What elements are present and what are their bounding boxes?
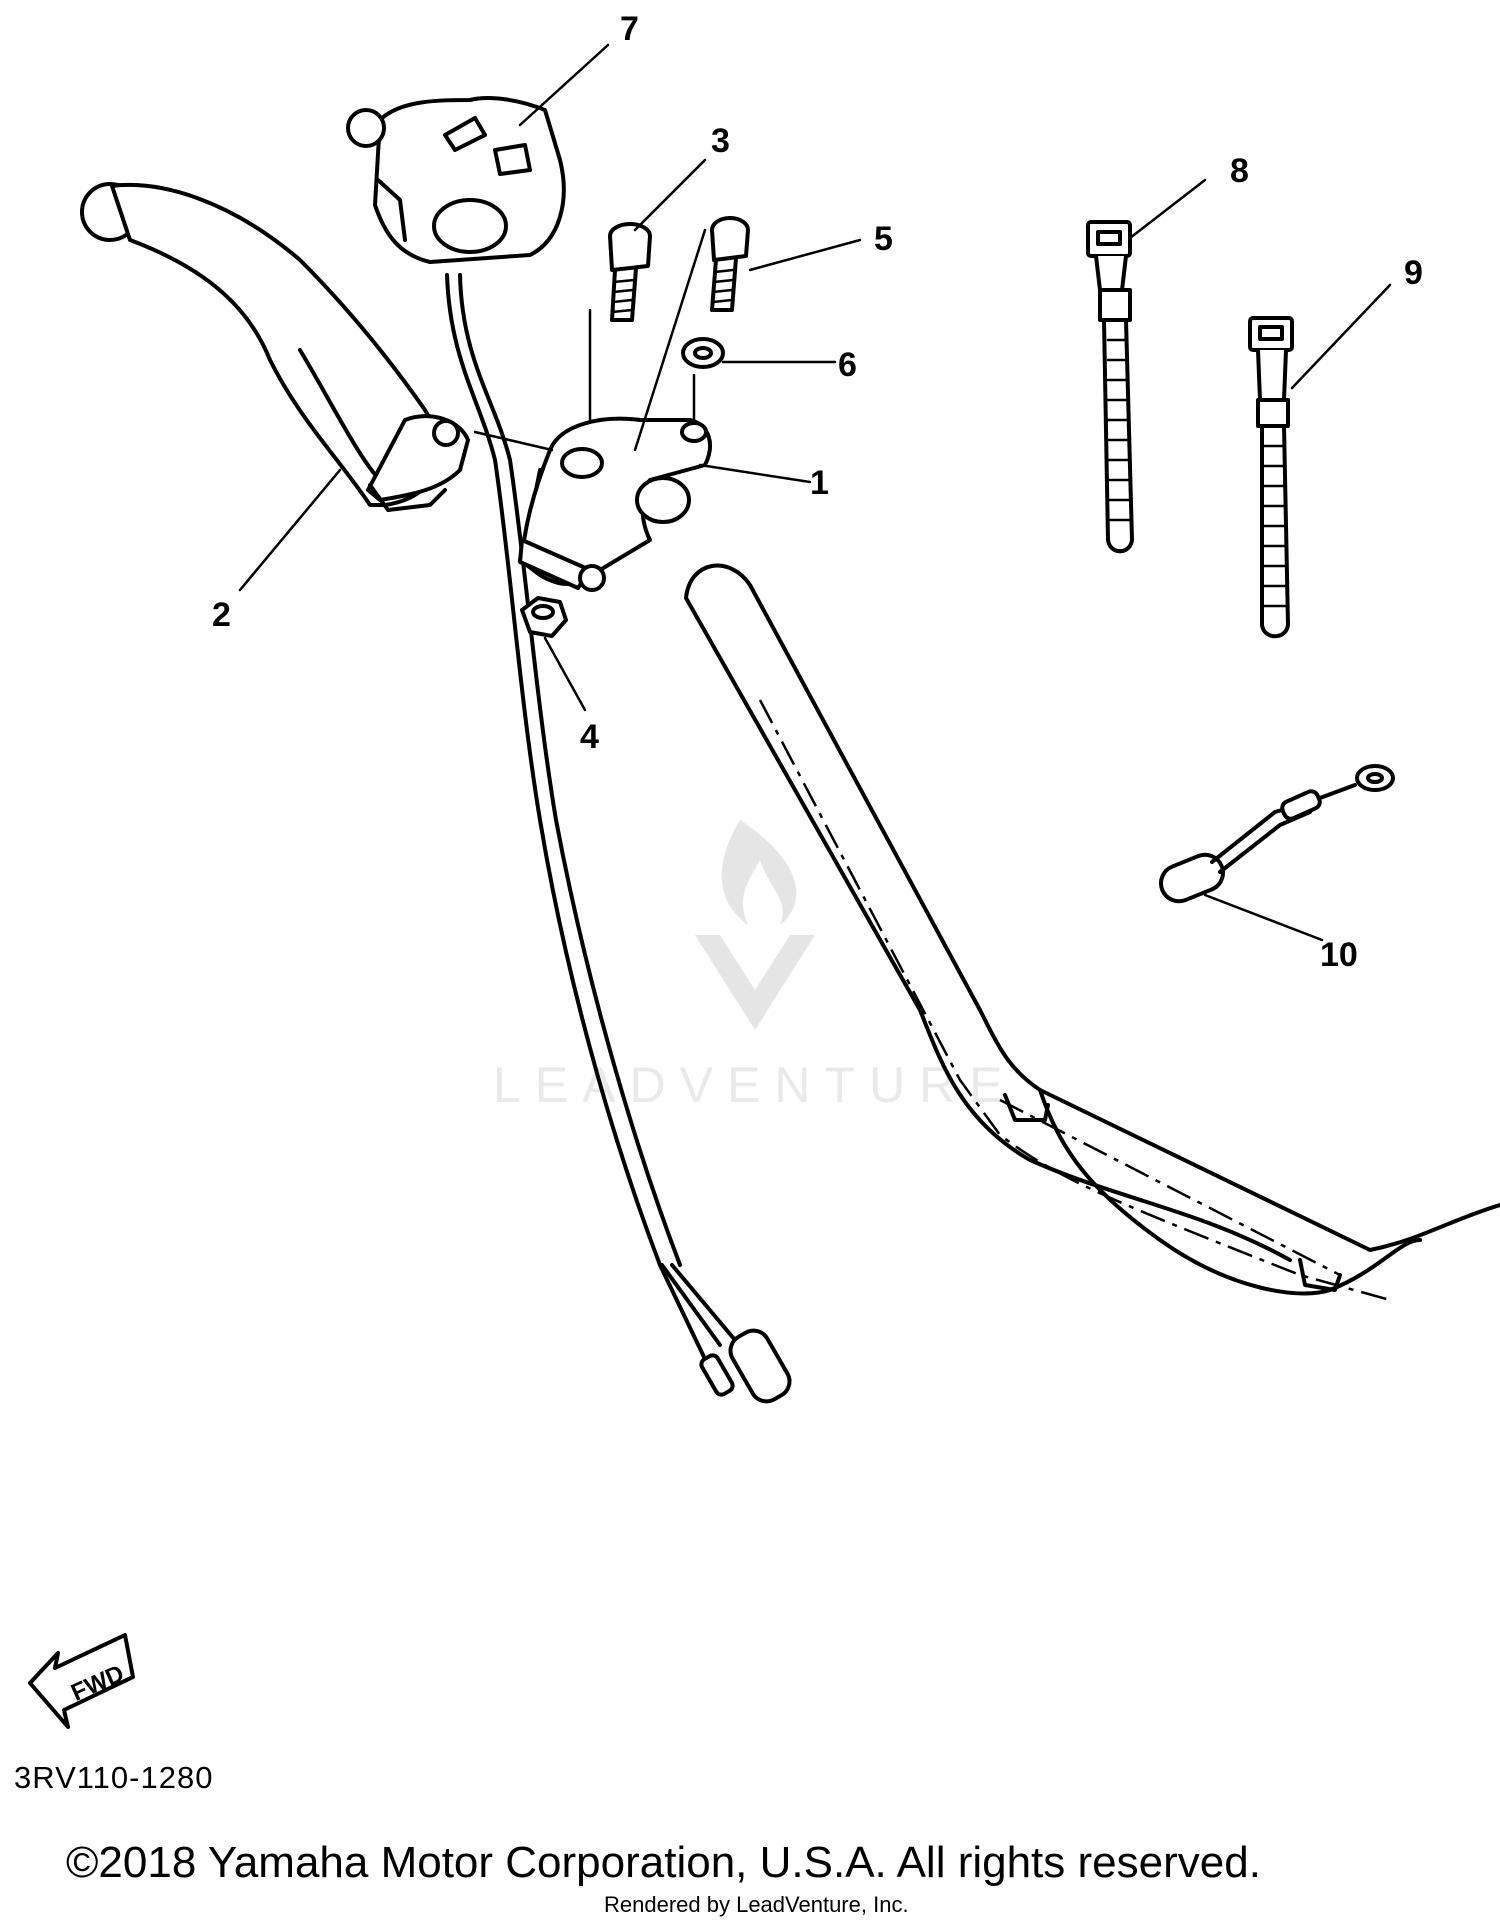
bolt-icon [608,222,652,322]
washer-icon [681,337,725,369]
leader-lines [238,43,1392,942]
cable-band-icon [1248,316,1294,639]
callout-3: 3 [711,122,730,160]
screw-icon [710,216,750,312]
watermark-text: LEADVENTURE [493,1057,1017,1113]
watermark: LEADVENTURE [493,820,1017,1113]
callout-9: 9 [1404,254,1423,292]
drawing-code: 3RV110-1280 [14,1760,214,1795]
clutch-lever-icon [80,182,470,512]
callout-7: 7 [620,10,639,48]
lead-wire-icon [1159,764,1395,904]
cable-band-icon [1086,220,1134,554]
handlebar [684,563,1500,1302]
callout-8: 8 [1230,152,1249,190]
leadventure-flame-logo-icon [695,820,815,1030]
wire-connector-icon [728,1328,792,1404]
fwd-arrow-icon: FWD [28,1633,135,1729]
lever-holder-icon [473,308,712,592]
callout-5: 5 [874,220,893,258]
callout-1: 1 [810,464,829,502]
nut-icon [520,596,568,638]
callout-10: 10 [1320,936,1358,974]
switch-assembly-icon [346,96,566,264]
switch-wire [445,273,792,1404]
copyright-notice: ©2018 Yamaha Motor Corporation, U.S.A. A… [66,1838,1261,1887]
rendered-by-notice: Rendered by LeadVenture, Inc. [604,1892,909,1917]
callout-2: 2 [212,596,231,634]
callout-4: 4 [580,718,599,756]
callout-6: 6 [838,346,857,384]
